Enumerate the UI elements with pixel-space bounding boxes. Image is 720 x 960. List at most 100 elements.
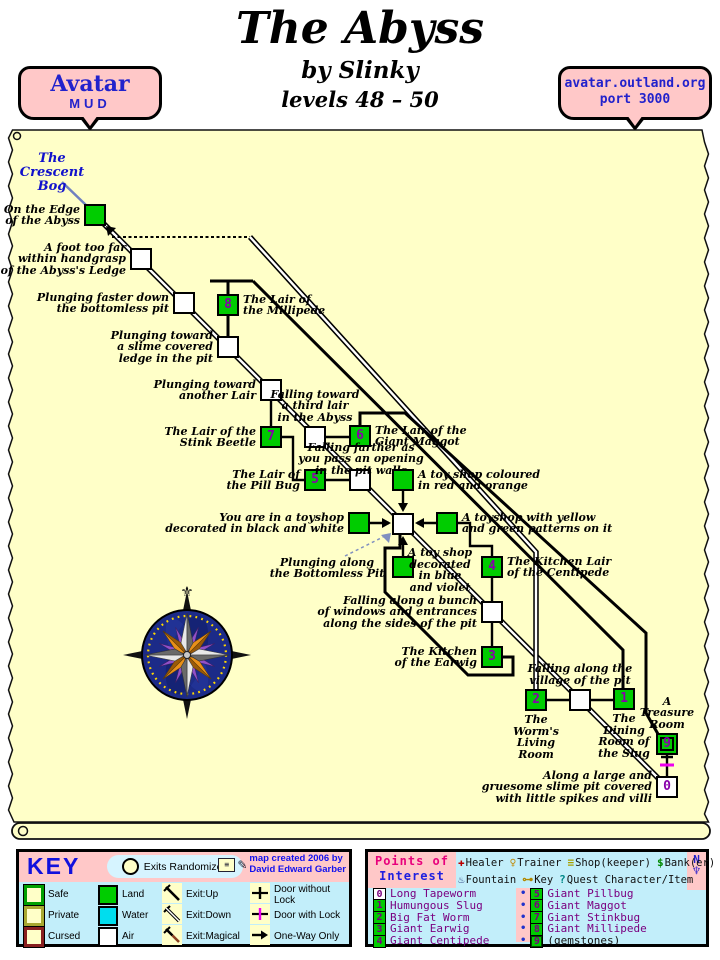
poi-service: ✚Healer — [458, 856, 504, 869]
poi-number-chip: 4 — [373, 934, 386, 948]
one-way-arrow-icon — [381, 533, 391, 543]
poi-service: $Bank(er) — [657, 856, 715, 869]
scroll-curl-top — [12, 131, 22, 141]
bullet-dot-icon: • — [520, 899, 527, 911]
key-label: Door with Lock — [274, 910, 341, 921]
badge-mud-text: MUD — [69, 96, 111, 111]
key-label: One-Way Only — [274, 931, 340, 942]
room-number: 4 — [488, 559, 496, 574]
room-number: 5 — [311, 472, 319, 487]
map-levels: levels 48 – 50 — [281, 87, 439, 112]
key-legend-panel: KEY Exits Randomized ≡ ✎ map created 200… — [16, 849, 352, 947]
map-title: The Abyss — [235, 3, 485, 54]
key-swatch-cursed-icon — [24, 926, 44, 947]
poi-title-line1: Points of — [374, 854, 450, 868]
key-label: Exit:Magical — [186, 931, 240, 942]
poi-number-chip: 1 — [373, 899, 386, 913]
room-edge-of-abyss — [84, 204, 106, 226]
scroll-curl-bottom — [17, 825, 29, 837]
room-number: 1 — [620, 691, 628, 706]
room-falling-farther — [349, 469, 371, 491]
room-yellow-green-toyshop — [436, 512, 458, 534]
room-slime-ledge — [217, 336, 239, 358]
healer-cross-icon: ✚ — [458, 856, 465, 869]
room-number: 9 — [663, 736, 671, 751]
poi-number-chip: 6 — [530, 899, 544, 913]
exit-down-icon — [162, 904, 186, 927]
map-line — [251, 279, 625, 688]
exits-randomized-item: Exits Randomized — [107, 855, 243, 878]
room-red-orange-toyshop — [392, 469, 414, 491]
poi-service: ?Quest Character/Item — [559, 873, 693, 886]
map-line — [61, 181, 89, 208]
room-earwig-kitchen: 3 — [481, 646, 503, 668]
key-label: Private — [48, 910, 80, 921]
badge-avatar-text: Avatar — [50, 71, 130, 97]
oneway-icon — [250, 925, 274, 948]
poi-item-label: Big Fat Worm — [390, 910, 470, 924]
poi-service: ≡Shop(keeper) — [567, 856, 650, 869]
exit-up-icon — [162, 883, 186, 906]
poi-title: Points of Interest — [368, 852, 456, 888]
room-falling-village — [569, 689, 591, 711]
room-giant-maggot-lair: 6 — [349, 425, 371, 447]
room-number: 0 — [663, 779, 671, 794]
exit-magical-icon — [162, 925, 186, 948]
avatar-mud-badge: Avatar MUD — [18, 66, 162, 131]
poi-item-label: Giant Pillbug — [547, 887, 634, 900]
north-indicator: N ♆ — [687, 852, 706, 890]
poi-item-label: Giant Stinkbug — [547, 910, 641, 924]
poi-service-label: Quest Character/Item — [566, 873, 694, 886]
credit-line2: David Edward Garber — [249, 863, 346, 875]
map-author: by Slinky — [301, 57, 419, 84]
one-way-arrow-icon — [415, 518, 424, 528]
room-blue-violet-toyshop — [392, 556, 414, 578]
poi-service: ♀Trainer — [510, 856, 562, 869]
server-host-text: avatar.outland.org — [564, 76, 706, 91]
room-plunging-faster — [173, 292, 195, 314]
pen-icon: ✎ — [237, 857, 248, 872]
poi-number-chip: 7 — [530, 911, 544, 925]
one-way-arrow-icon — [398, 536, 408, 545]
poi-item-label: Giant Millipede — [547, 922, 647, 936]
trainer-lamp-icon: ♀ — [509, 856, 517, 869]
map-line — [383, 533, 515, 677]
one-way-arrow-icon — [398, 503, 408, 512]
room-bottomless-pit — [392, 513, 414, 535]
poi-service: ⊶Key — [522, 873, 553, 886]
key-swatch-water-icon — [98, 905, 118, 926]
quest-question-icon: ? — [559, 873, 566, 886]
room-number: 8 — [224, 297, 232, 312]
door-icon — [250, 883, 274, 906]
poi-item-label: Giant Centipede — [390, 934, 490, 948]
map-line — [103, 223, 659, 779]
bullet-dot-icon: • — [520, 923, 527, 935]
poi-item-label: Giant Maggot — [547, 898, 627, 912]
room-millipede-lair: 8 — [217, 294, 239, 316]
fleur-de-lis-icon: ⚜ — [180, 583, 193, 601]
map-line — [249, 236, 538, 689]
room-treasure-room: 9 — [656, 733, 678, 755]
scroll-icon: ≡ — [218, 857, 236, 872]
room-centipede-kitchen: 4 — [481, 556, 503, 578]
room-number: 3 — [488, 649, 496, 664]
poi-item-label: (gemstones) — [547, 934, 621, 948]
key-title: KEY — [27, 853, 81, 879]
